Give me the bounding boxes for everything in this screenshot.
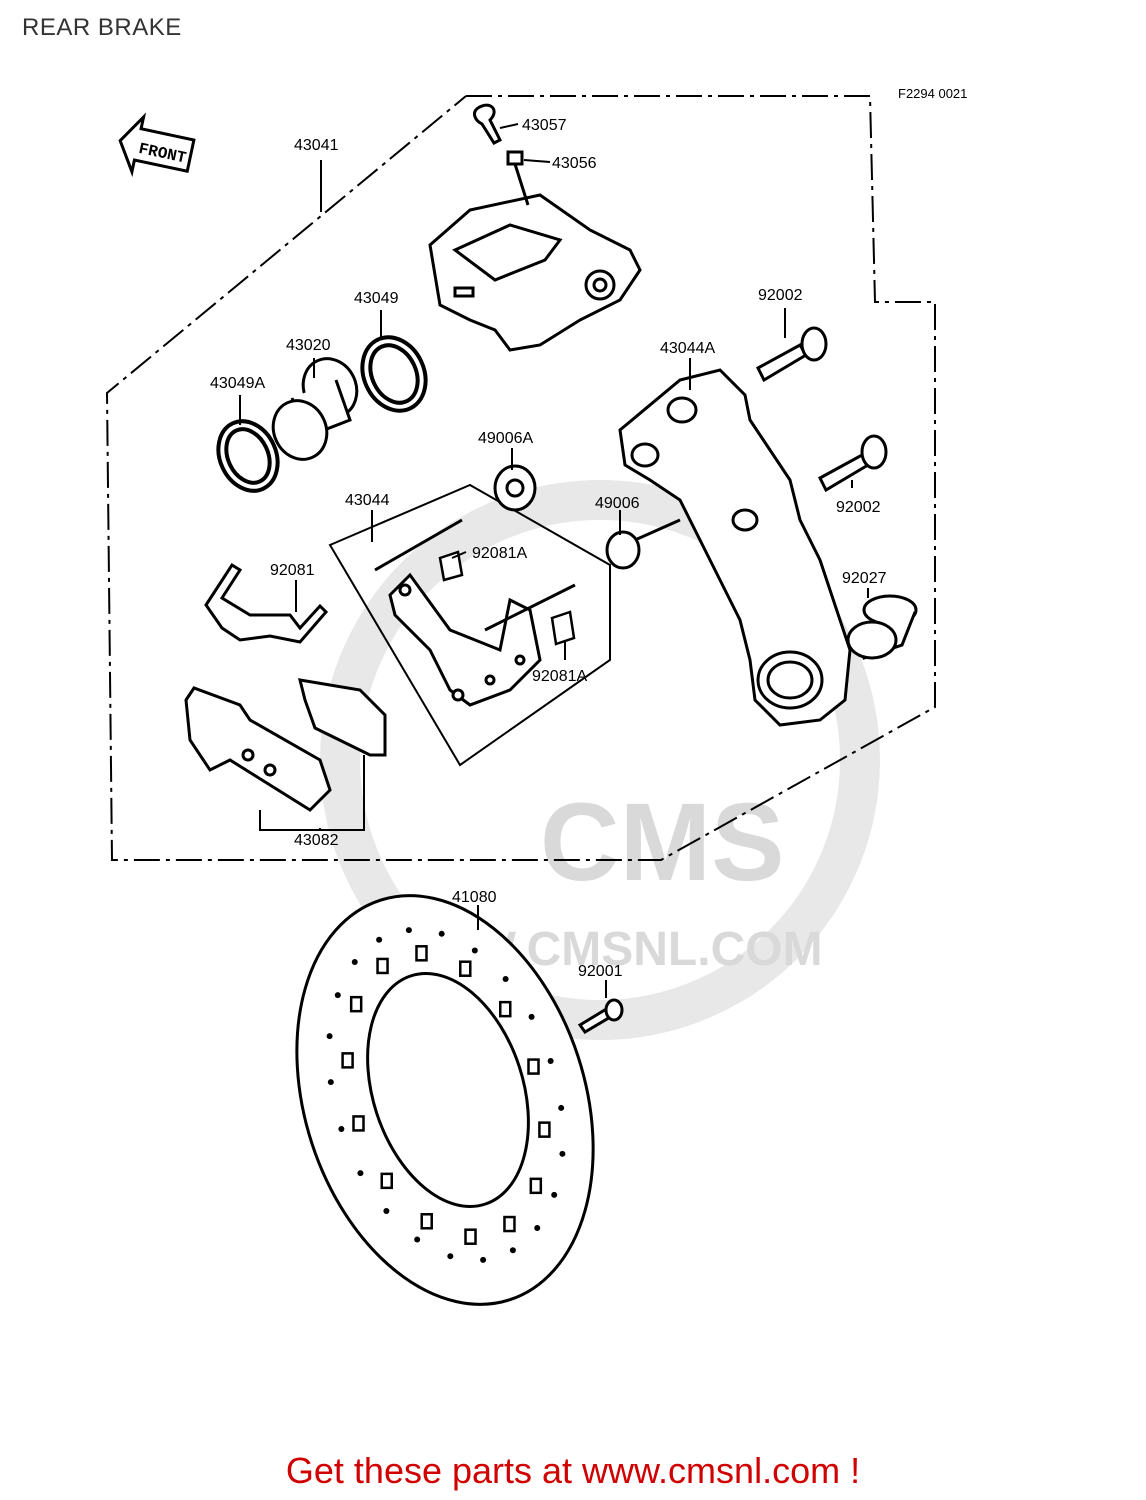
assembly-boundary: [105, 95, 936, 861]
part-label-43044A: 43044A: [660, 340, 715, 357]
bracket-43044: [374, 518, 576, 707]
disc-hole: [509, 1247, 516, 1254]
part-label-43049A: 43049A: [210, 375, 265, 392]
page-title: REAR BRAKE: [22, 14, 182, 41]
disc-hole: [464, 1228, 477, 1245]
disc-hole: [415, 945, 428, 962]
disc-hole: [547, 1058, 554, 1065]
disc-hole: [459, 960, 472, 977]
disc-hole: [528, 1013, 535, 1020]
boot-49006A: [493, 464, 537, 512]
disc-hole: [438, 930, 445, 937]
disc-hole: [338, 1125, 345, 1132]
bleed-valve: [506, 150, 530, 206]
disc-hole: [420, 1213, 433, 1230]
seal-43049: [360, 335, 428, 413]
part-label-43082: 43082: [294, 832, 339, 849]
boot-49006: [605, 518, 681, 570]
part-label-43044: 43044: [345, 492, 390, 509]
bolt-92002-mid: [818, 434, 888, 493]
disc-hole: [538, 1121, 551, 1138]
part-label-92081: 92081: [270, 562, 315, 579]
disc-hole: [529, 1177, 543, 1195]
disc-hole: [527, 1058, 540, 1075]
footer-cta-link[interactable]: Get these parts at www.cmsnl.com !: [285, 1450, 861, 1491]
disc-hole: [405, 927, 412, 934]
watermark-brand: CMS: [540, 781, 784, 904]
disc-hole: [327, 1079, 334, 1086]
disc-hole: [559, 1150, 566, 1157]
disc-hole: [383, 1208, 390, 1215]
bolt-92001: [577, 998, 624, 1034]
leader-lines: [239, 123, 869, 998]
disc-hole: [534, 1224, 541, 1231]
part-label-43020: 43020: [286, 337, 331, 354]
disc-hole: [558, 1104, 565, 1111]
part-label-41080: 41080: [452, 889, 497, 906]
disc-hole: [502, 975, 509, 982]
disc-hole: [351, 959, 358, 966]
part-label-92027: 92027: [842, 570, 887, 587]
part-label-92001: 92001: [578, 963, 623, 980]
clip-92081A-top: [438, 550, 464, 582]
pad-spring-92081: [204, 562, 329, 644]
part-label-92081A-top: 92081A: [472, 545, 527, 562]
disc-hole: [471, 947, 478, 954]
disc-hole: [357, 1170, 364, 1177]
brake-pads: [184, 678, 387, 812]
part-label-43057: 43057: [522, 117, 567, 134]
disc-hole: [376, 936, 383, 943]
disc-hole: [414, 1236, 421, 1243]
brake-disc: [295, 894, 595, 1306]
part-label-92002-mid: 92002: [836, 499, 881, 516]
disc-hole: [551, 1191, 558, 1198]
disc-hole: [349, 995, 363, 1013]
bracket-group-outline: [328, 483, 611, 767]
collar-92027: [846, 594, 918, 660]
diagram-code: F2294 0021: [898, 86, 967, 101]
bleed-cap: [473, 103, 503, 145]
part-labels: F2294 0021 43057 43056 43041 43049 43020…: [210, 86, 967, 980]
part-label-43049: 43049: [354, 290, 399, 307]
part-label-43056: 43056: [552, 155, 597, 172]
caliper-body: [428, 193, 642, 352]
disc-hole: [503, 1215, 516, 1233]
part-label-49006A: 49006A: [478, 430, 533, 447]
bolt-92002-top: [756, 326, 828, 383]
rear-brake-diagram: CMS WWW.CMSNL.COM FRONT: [105, 86, 967, 1306]
disc-hole: [326, 1033, 333, 1040]
part-label-92081A-bottom: 92081A: [532, 668, 587, 685]
disc-hole: [352, 1115, 365, 1132]
piston: [271, 357, 359, 461]
torque-link: [618, 368, 852, 727]
front-arrow: FRONT: [118, 112, 196, 178]
disc-hole: [447, 1253, 454, 1260]
disc-hole: [480, 1256, 487, 1263]
disc-hole: [341, 1052, 354, 1069]
part-label-43041: 43041: [294, 137, 339, 154]
part-label-92002-top: 92002: [758, 287, 803, 304]
seal-43049A: [216, 419, 280, 493]
disc-hole: [376, 957, 389, 975]
part-label-49006: 49006: [595, 495, 640, 512]
disc-hole: [499, 1000, 512, 1018]
disc-hole: [334, 992, 341, 999]
disc-hole: [380, 1172, 393, 1190]
clip-92081A-bottom: [550, 610, 576, 646]
